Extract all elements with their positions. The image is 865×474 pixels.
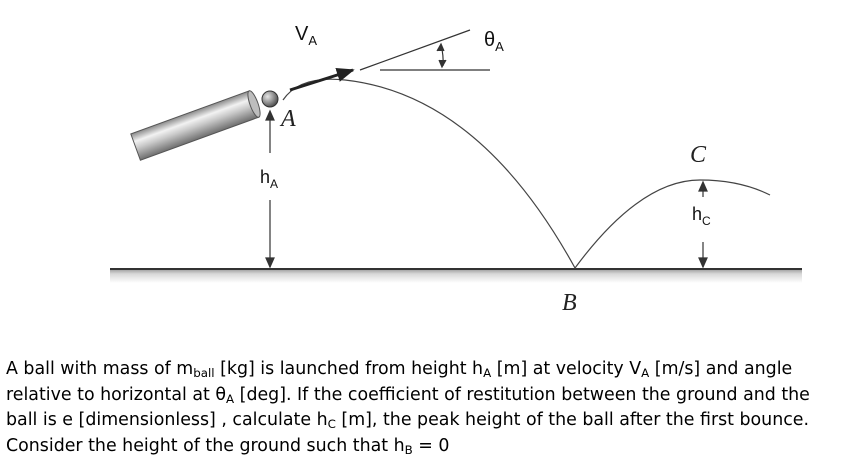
text-segment: = 0 (412, 435, 450, 456)
height-c-label: hC (692, 204, 711, 228)
subscript: ball (193, 365, 215, 380)
height-a-label: hA (260, 167, 278, 191)
problem-statement: A ball with mass of mball [kg] is launch… (6, 357, 862, 459)
subscript: A (226, 391, 235, 406)
trajectory-path (282, 78, 771, 270)
point-c-label: C (690, 142, 707, 168)
velocity-label: VA (295, 23, 317, 48)
text-segment: relative to horizontal at θ (6, 384, 227, 405)
text-segment: [m] at velocity V (491, 359, 642, 379)
subscript: C (327, 416, 336, 431)
ball (261, 90, 279, 108)
subscript: B (404, 442, 413, 457)
velocity-arrow (289, 68, 355, 92)
point-a-label: A (279, 106, 296, 132)
text-segment: [kg] is launched from height h (214, 359, 484, 379)
text-segment: [m/s] and angle (649, 359, 793, 379)
projectile-diagram: VA θA A hA C hC B (110, 23, 802, 316)
problem-line-4: Consider the height of the ground such t… (6, 434, 862, 460)
text-segment: A ball with mass of m (6, 359, 194, 379)
ground (110, 268, 802, 283)
text-segment: [deg]. If the coefficient of restitution… (234, 384, 810, 405)
height-c-dimension (698, 180, 708, 269)
problem-line-1: A ball with mass of mball [kg] is launch… (6, 357, 862, 383)
height-a-dimension (265, 109, 275, 269)
problem-line-2: relative to horizontal at θA [deg]. If t… (6, 383, 862, 409)
angle-label: θA (484, 29, 504, 54)
text-segment: ball is e [dimensionless] , calculate h (6, 410, 328, 430)
point-b-label: B (562, 290, 577, 316)
problem-line-3: ball is e [dimensionless] , calculate hC… (6, 408, 862, 434)
angle-indicator (359, 29, 490, 71)
text-segment: [m], the peak height of the ball after t… (335, 410, 810, 430)
text-segment: Consider the height of the ground such t… (6, 435, 405, 456)
subscript: A (483, 365, 492, 380)
subscript: A (641, 365, 650, 380)
launcher-tube (130, 90, 261, 161)
